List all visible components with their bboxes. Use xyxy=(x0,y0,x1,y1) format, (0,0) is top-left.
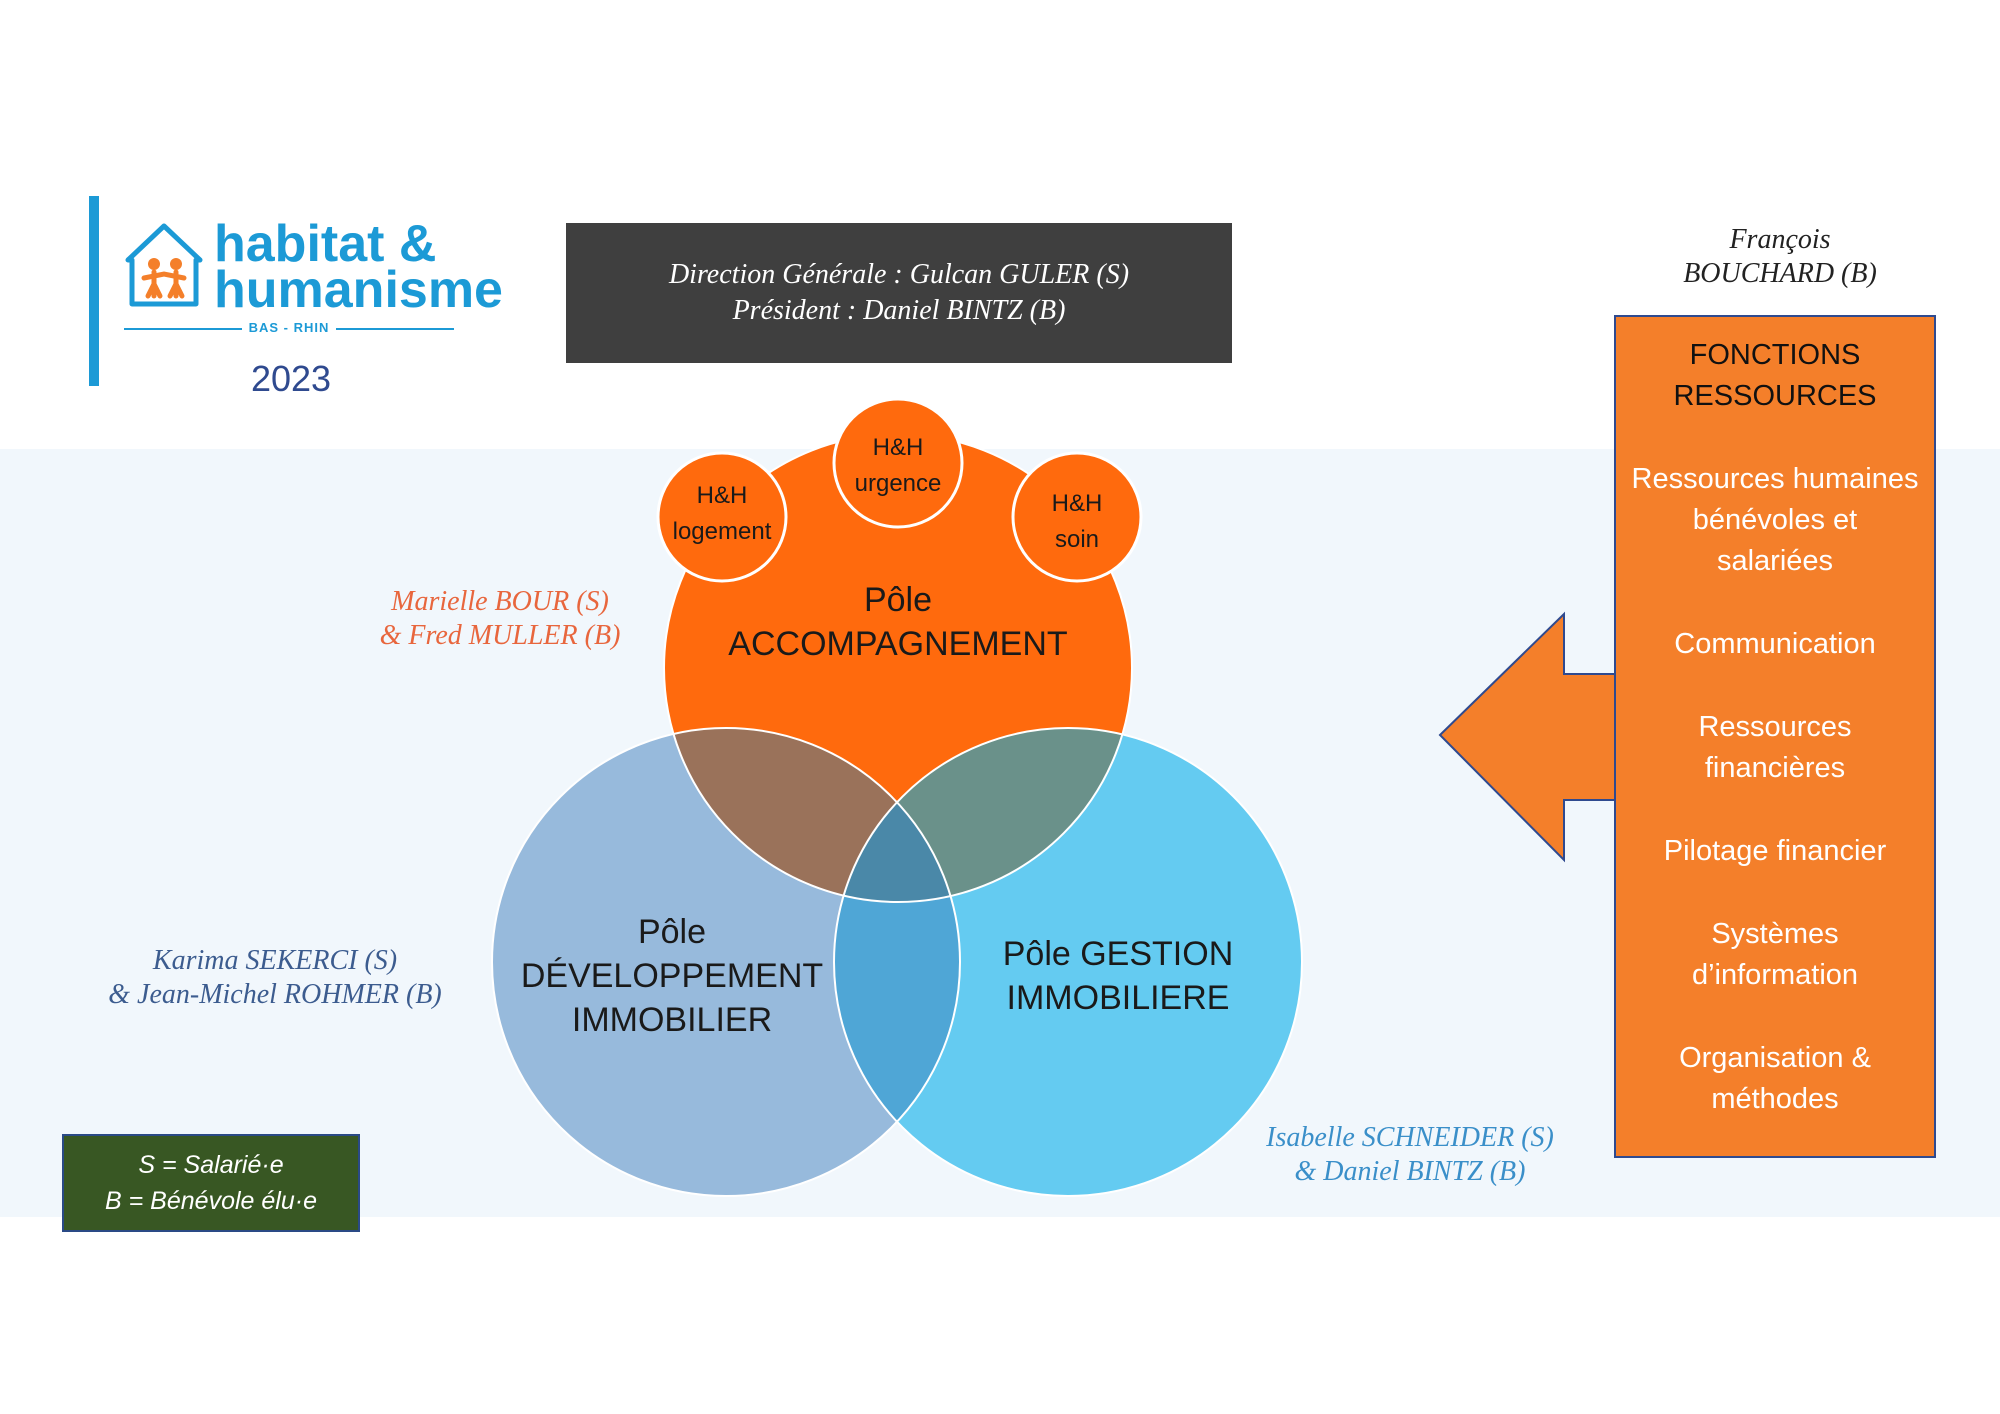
fonction-item-line: bénévoles et xyxy=(1692,504,1858,536)
name-line: & Jean-Michel ROHMER (B) xyxy=(108,979,442,1010)
hh-urgence-line2: urgence xyxy=(854,470,942,497)
hh-soin-line1: H&H xyxy=(1051,490,1103,517)
fonctions-ressources-box: FONCTIONS RESSOURCES Ressources humaines… xyxy=(1614,315,1936,1158)
fonctions-owner-names: François BOUCHARD (B) xyxy=(1640,223,1920,291)
fonctions-title: FONCTIONS RESSOURCES xyxy=(1616,335,1934,417)
pole-developpement-outline xyxy=(491,727,961,1197)
fonction-item: Organisation & méthodes xyxy=(1616,1038,1934,1120)
pole-developpement-line2: DÉVELOPPEMENT xyxy=(520,957,824,995)
hh-logement-line2: logement xyxy=(672,518,772,545)
pole-gestion-names: Isabelle SCHNEIDER (S) & Daniel BINTZ (B… xyxy=(1240,1121,1580,1189)
pole-gestion-line1: Pôle GESTION xyxy=(1002,935,1234,973)
fonctions-title-line: FONCTIONS xyxy=(1689,339,1861,371)
direction-line: Direction Générale : Gulcan GULER (S) xyxy=(668,259,1130,290)
logo-accent-bar xyxy=(89,196,99,386)
fonctions-title-line: RESSOURCES xyxy=(1673,380,1877,412)
fonction-item-line: Organisation & xyxy=(1679,1042,1871,1074)
hh-logement-label: H&H logement xyxy=(662,478,782,550)
logo-text-line1: habitat & xyxy=(214,215,437,273)
hh-urgence-circle xyxy=(832,397,964,529)
year-label: 2023 xyxy=(250,358,332,399)
fonction-item-line: méthodes xyxy=(1711,1083,1839,1115)
fonction-item: Communication xyxy=(1616,624,1934,665)
pole-accompagnement-line2: ACCOMPAGNEMENT xyxy=(728,625,1068,663)
hh-urgence-line1: H&H xyxy=(872,434,924,461)
legend-box: S = Salarié·e B = Bénévole élu·e xyxy=(62,1134,360,1232)
fonction-item-line: Ressources xyxy=(1698,711,1852,743)
pole-gestion-line2: IMMOBILIERE xyxy=(1006,979,1230,1017)
hh-soin-circle xyxy=(1011,451,1143,583)
fonction-item-line: Ressources humaines xyxy=(1631,463,1919,495)
logo: habitat & humanisme BAS - RHIN xyxy=(124,215,503,338)
name-line: François xyxy=(1729,224,1831,255)
fonction-item: Ressources humaines bénévoles et salarié… xyxy=(1616,459,1934,582)
direction-box: Direction Générale : Gulcan GULER (S) Pr… xyxy=(566,223,1232,363)
hh-urgence-label: H&H urgence xyxy=(838,430,958,502)
overlap-accomp-dev xyxy=(664,728,960,902)
hh-soin-line2: soin xyxy=(1054,526,1100,553)
legend-line-benevole: B = Bénévole élu·e xyxy=(105,1187,317,1215)
fonction-item-line: Pilotage financier xyxy=(1663,835,1887,867)
name-line: Isabelle SCHNEIDER (S) xyxy=(1266,1122,1554,1153)
pole-developpement-label: Pôle DÉVELOPPEMENT IMMOBILIER xyxy=(512,910,832,1042)
legend-line-salarie: S = Salarié·e xyxy=(138,1151,284,1179)
arrow-left-shape xyxy=(1438,611,1617,863)
fonction-item: Ressources financières xyxy=(1616,707,1934,789)
fonction-item-line: Communication xyxy=(1674,628,1876,660)
logo-subtitle: BAS - RHIN xyxy=(124,320,454,335)
logo-text-line2: humanisme xyxy=(214,261,503,319)
name-line: Marielle BOUR (S) xyxy=(391,586,609,617)
hh-soin-label: H&H soin xyxy=(1017,486,1137,558)
president-line: Président : Daniel BINTZ (B) xyxy=(732,295,1066,326)
hh-logement-line1: H&H xyxy=(696,482,748,509)
fonction-item: Systèmes d’information xyxy=(1616,914,1934,996)
name-line: BOUCHARD (B) xyxy=(1683,258,1877,289)
fonction-item: Pilotage financier xyxy=(1616,831,1934,872)
house-family-icon xyxy=(125,223,203,307)
pole-accompagnement-label: Pôle ACCOMPAGNEMENT xyxy=(698,578,1098,666)
fonction-item-line: d’information xyxy=(1691,959,1859,991)
fonction-item-line: financières xyxy=(1704,752,1846,784)
fonction-item-line: Systèmes xyxy=(1711,918,1839,950)
hh-logement-circle xyxy=(656,451,788,583)
name-line: Karima SEKERCI (S) xyxy=(152,945,398,976)
fonction-item-line: salariées xyxy=(1716,545,1834,577)
pole-gestion-outline xyxy=(833,727,1303,1197)
pole-developpement-line3: IMMOBILIER xyxy=(571,1001,773,1039)
name-line: & Fred MULLER (B) xyxy=(379,620,621,651)
pole-developpement-line1: Pôle xyxy=(637,913,707,951)
pole-gestion-label: Pôle GESTION IMMOBILIERE xyxy=(958,932,1278,1020)
pole-accompagnement-line1: Pôle xyxy=(863,581,933,619)
pole-developpement-names: Karima SEKERCI (S) & Jean-Michel ROHMER … xyxy=(80,944,470,1012)
overlap-accomp-gest xyxy=(834,728,1132,902)
pole-accompagnement-names: Marielle BOUR (S) & Fred MULLER (B) xyxy=(350,585,650,653)
name-line: & Daniel BINTZ (B) xyxy=(1294,1156,1526,1187)
